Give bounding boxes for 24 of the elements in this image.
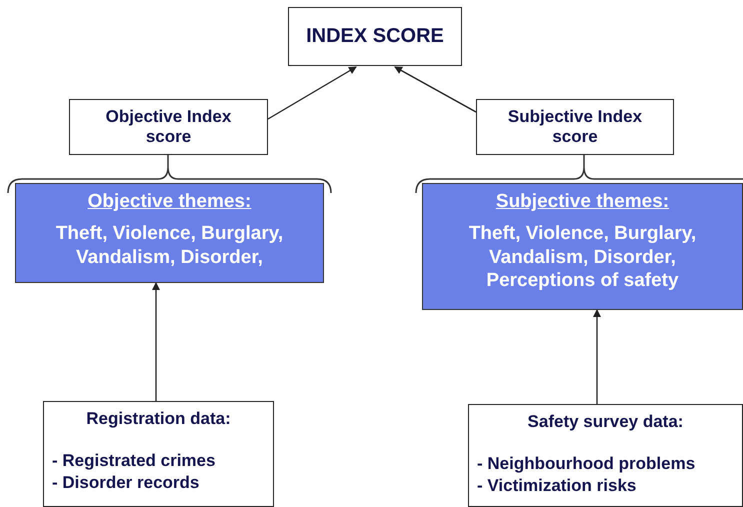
score-box [476,99,674,155]
score-box [69,99,268,155]
list-item: - Registrated crimes [52,450,216,472]
box-label: INDEX SCORE [306,25,444,48]
list-item: - Neighbourhood problems [477,453,696,476]
data-source-box [43,401,274,507]
box-label: Objective Index score [104,107,232,147]
score-box [288,7,462,66]
list-item: - Victimization risks [477,475,636,498]
box-label: Subjective Index score [507,107,643,147]
data-source-box [468,404,743,507]
arrow [152,282,160,401]
theme-heading: Subjective themes: [496,190,670,214]
arrow [593,309,601,404]
theme-heading: Objective themes: [88,190,252,214]
theme-box [15,183,324,283]
data-heading: Registration data: [86,408,231,430]
arrow [394,66,476,113]
arrow [268,66,357,120]
theme-list: Theft, Violence, Burglary, Vandalism, Disorder, [16,222,323,270]
data-heading: Safety survey data: [528,411,684,433]
theme-list: Theft, Violence, Burglary, Vandalism, Disorder, Perceptions of safety [457,222,708,293]
list-item: - Disorder records [52,472,200,494]
theme-box [422,183,743,310]
